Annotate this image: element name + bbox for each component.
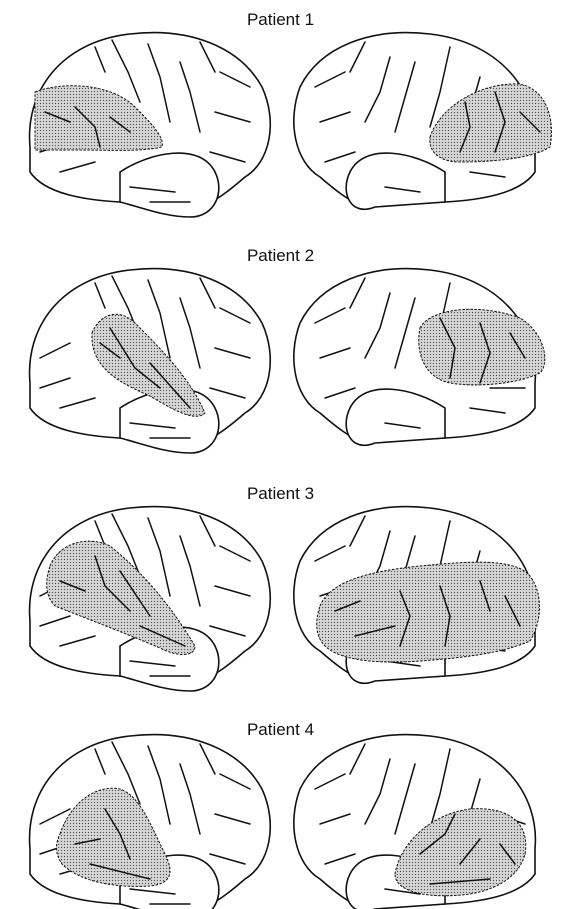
patient-1-left-hemisphere	[30, 33, 271, 217]
patient-4-left-hemisphere	[30, 735, 271, 909]
patient-2-right-lesion	[419, 309, 545, 385]
patient-4-right-hemisphere	[294, 735, 536, 909]
patient-2-right-hemisphere	[294, 269, 545, 446]
patient-3-left-hemisphere	[30, 507, 271, 691]
patient-2-left-hemisphere	[30, 269, 271, 453]
patient-3-right-hemisphere	[294, 507, 540, 684]
patient-1-right-hemisphere	[294, 33, 552, 210]
